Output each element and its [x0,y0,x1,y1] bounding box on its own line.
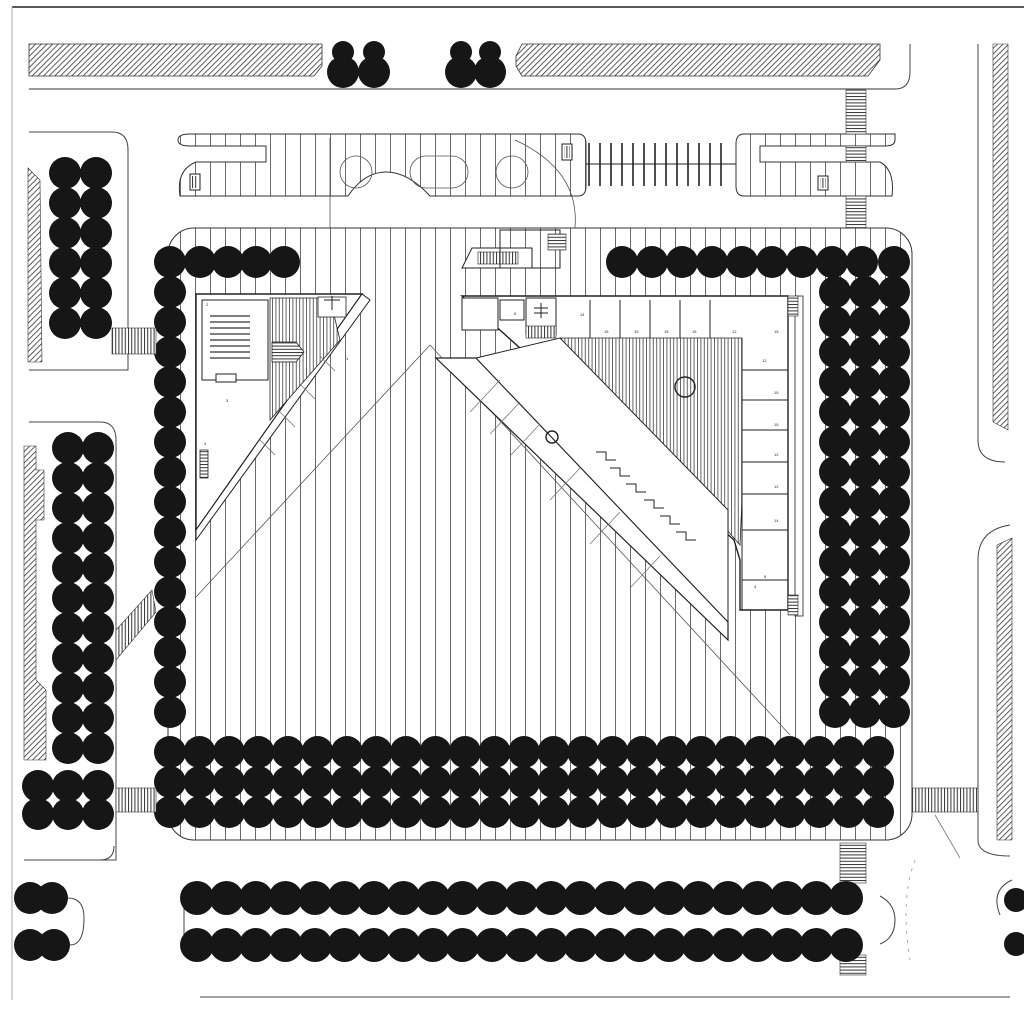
north-road-curb [894,44,911,90]
north-gate-trees [327,41,506,88]
southwest-block [24,845,115,861]
room-label: 1 [346,356,349,361]
east-edge-small-trees [996,879,1024,956]
room-label: 2 [206,302,209,307]
room-label: 14 [580,312,585,317]
room-label: 15 [664,329,669,334]
room-label: 4 [204,441,207,446]
southwest-trees [14,882,70,961]
left-building: 2 3 4 1 [195,293,371,542]
west-block-lower [29,421,117,861]
north-hatched-building-right [515,43,881,77]
room-label: 5 [514,311,517,316]
east-road-upper [977,44,1006,463]
room-label: 12 [774,452,779,457]
west-block-upper [29,131,129,371]
frame [11,6,1024,1000]
south-avenue-trees [180,881,863,962]
bridge-railing [586,143,736,186]
room-label: 5 [764,574,767,579]
southeast-dashed-arc [905,859,916,961]
entrance-pavilion [461,229,567,269]
room-label: 12 [774,484,779,489]
south-crosswalk-stairs [839,842,867,884]
plaza-top-left-trees [154,246,300,278]
southwest-curb [67,897,85,946]
room-label: 4 [754,584,757,589]
east-connector-stairs [911,787,979,813]
plaza-south-trees [154,736,894,828]
room-label: 3 [226,398,229,403]
east-crosswalk-stairs [845,89,867,229]
west-block-lower-trees [22,432,114,830]
north-arcade [177,133,896,197]
west-connector-stairs-upper [111,327,157,355]
room-label: 12 [732,329,737,334]
west-connector-stairs-lower [115,787,157,813]
east-hatched-building-lower [996,537,1013,841]
east-hatched-building-upper [992,43,1009,431]
right-building: 5 14 15 15 15 15 12 15 12 15 15 12 12 14… [434,295,804,642]
west-connector-stairs-diagonal [115,589,157,661]
west-block-upper-trees [49,157,112,339]
room-label: 15 [634,329,639,334]
room-label: 12 [762,358,767,363]
room-label: 15 [604,329,609,334]
room-label: 14 [774,518,779,523]
room-label: 15 [774,390,779,395]
east-diagonal-path [934,814,961,859]
west-hatched-building-lower [23,445,47,761]
plaza-west-trees [154,276,186,728]
plaza-east-trees [819,276,910,728]
room-label: 15 [774,422,779,427]
plaza-top-right-trees [606,246,910,278]
west-hatched-building-upper [27,167,43,363]
room-label: 15 [774,329,779,334]
east-road-lower [977,524,1011,857]
room-label: 15 [692,329,697,334]
north-hatched-building-left [28,43,323,77]
